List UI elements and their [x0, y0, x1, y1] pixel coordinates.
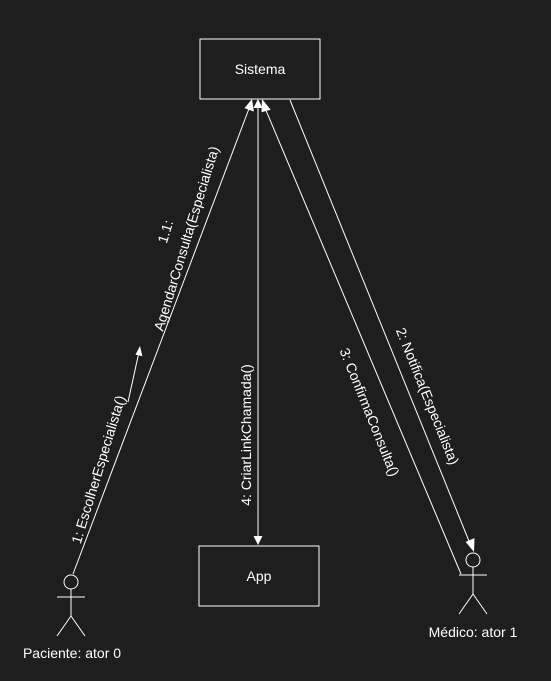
node-app[interactable]: App [198, 545, 320, 607]
arrowhead-sistema-right [261, 99, 271, 113]
link-sistema-app[interactable] [253, 99, 263, 545]
node-sistema-label: Sistema [235, 61, 286, 77]
arrowhead-sistema-top [253, 99, 263, 108]
node-app-label: App [247, 568, 272, 584]
message-1-arrow [127, 346, 143, 403]
actor-paciente-figure [56, 574, 86, 637]
message-1-1-number: 1.1: [154, 218, 176, 245]
actor-paciente[interactable]: Paciente: ator 0 [23, 574, 121, 661]
actor-paciente-label: Paciente: ator 0 [23, 645, 121, 661]
node-sistema[interactable]: Sistema [199, 38, 321, 100]
arrowhead-sistema-left [244, 99, 254, 112]
link-sistema-medico-notifica[interactable] [289, 99, 475, 552]
arrowhead-medico [465, 538, 475, 552]
actor-medico[interactable]: Médico: ator 1 [429, 552, 518, 640]
link-paciente-sistema[interactable] [72, 99, 254, 575]
arrowhead-app [253, 536, 263, 545]
message-4-label: 4: CriarLinkChamada() [238, 364, 254, 506]
link-medico-sistema-confirma[interactable] [261, 99, 462, 575]
actor-medico-figure [458, 552, 488, 615]
actor-medico-label: Médico: ator 1 [429, 624, 518, 640]
